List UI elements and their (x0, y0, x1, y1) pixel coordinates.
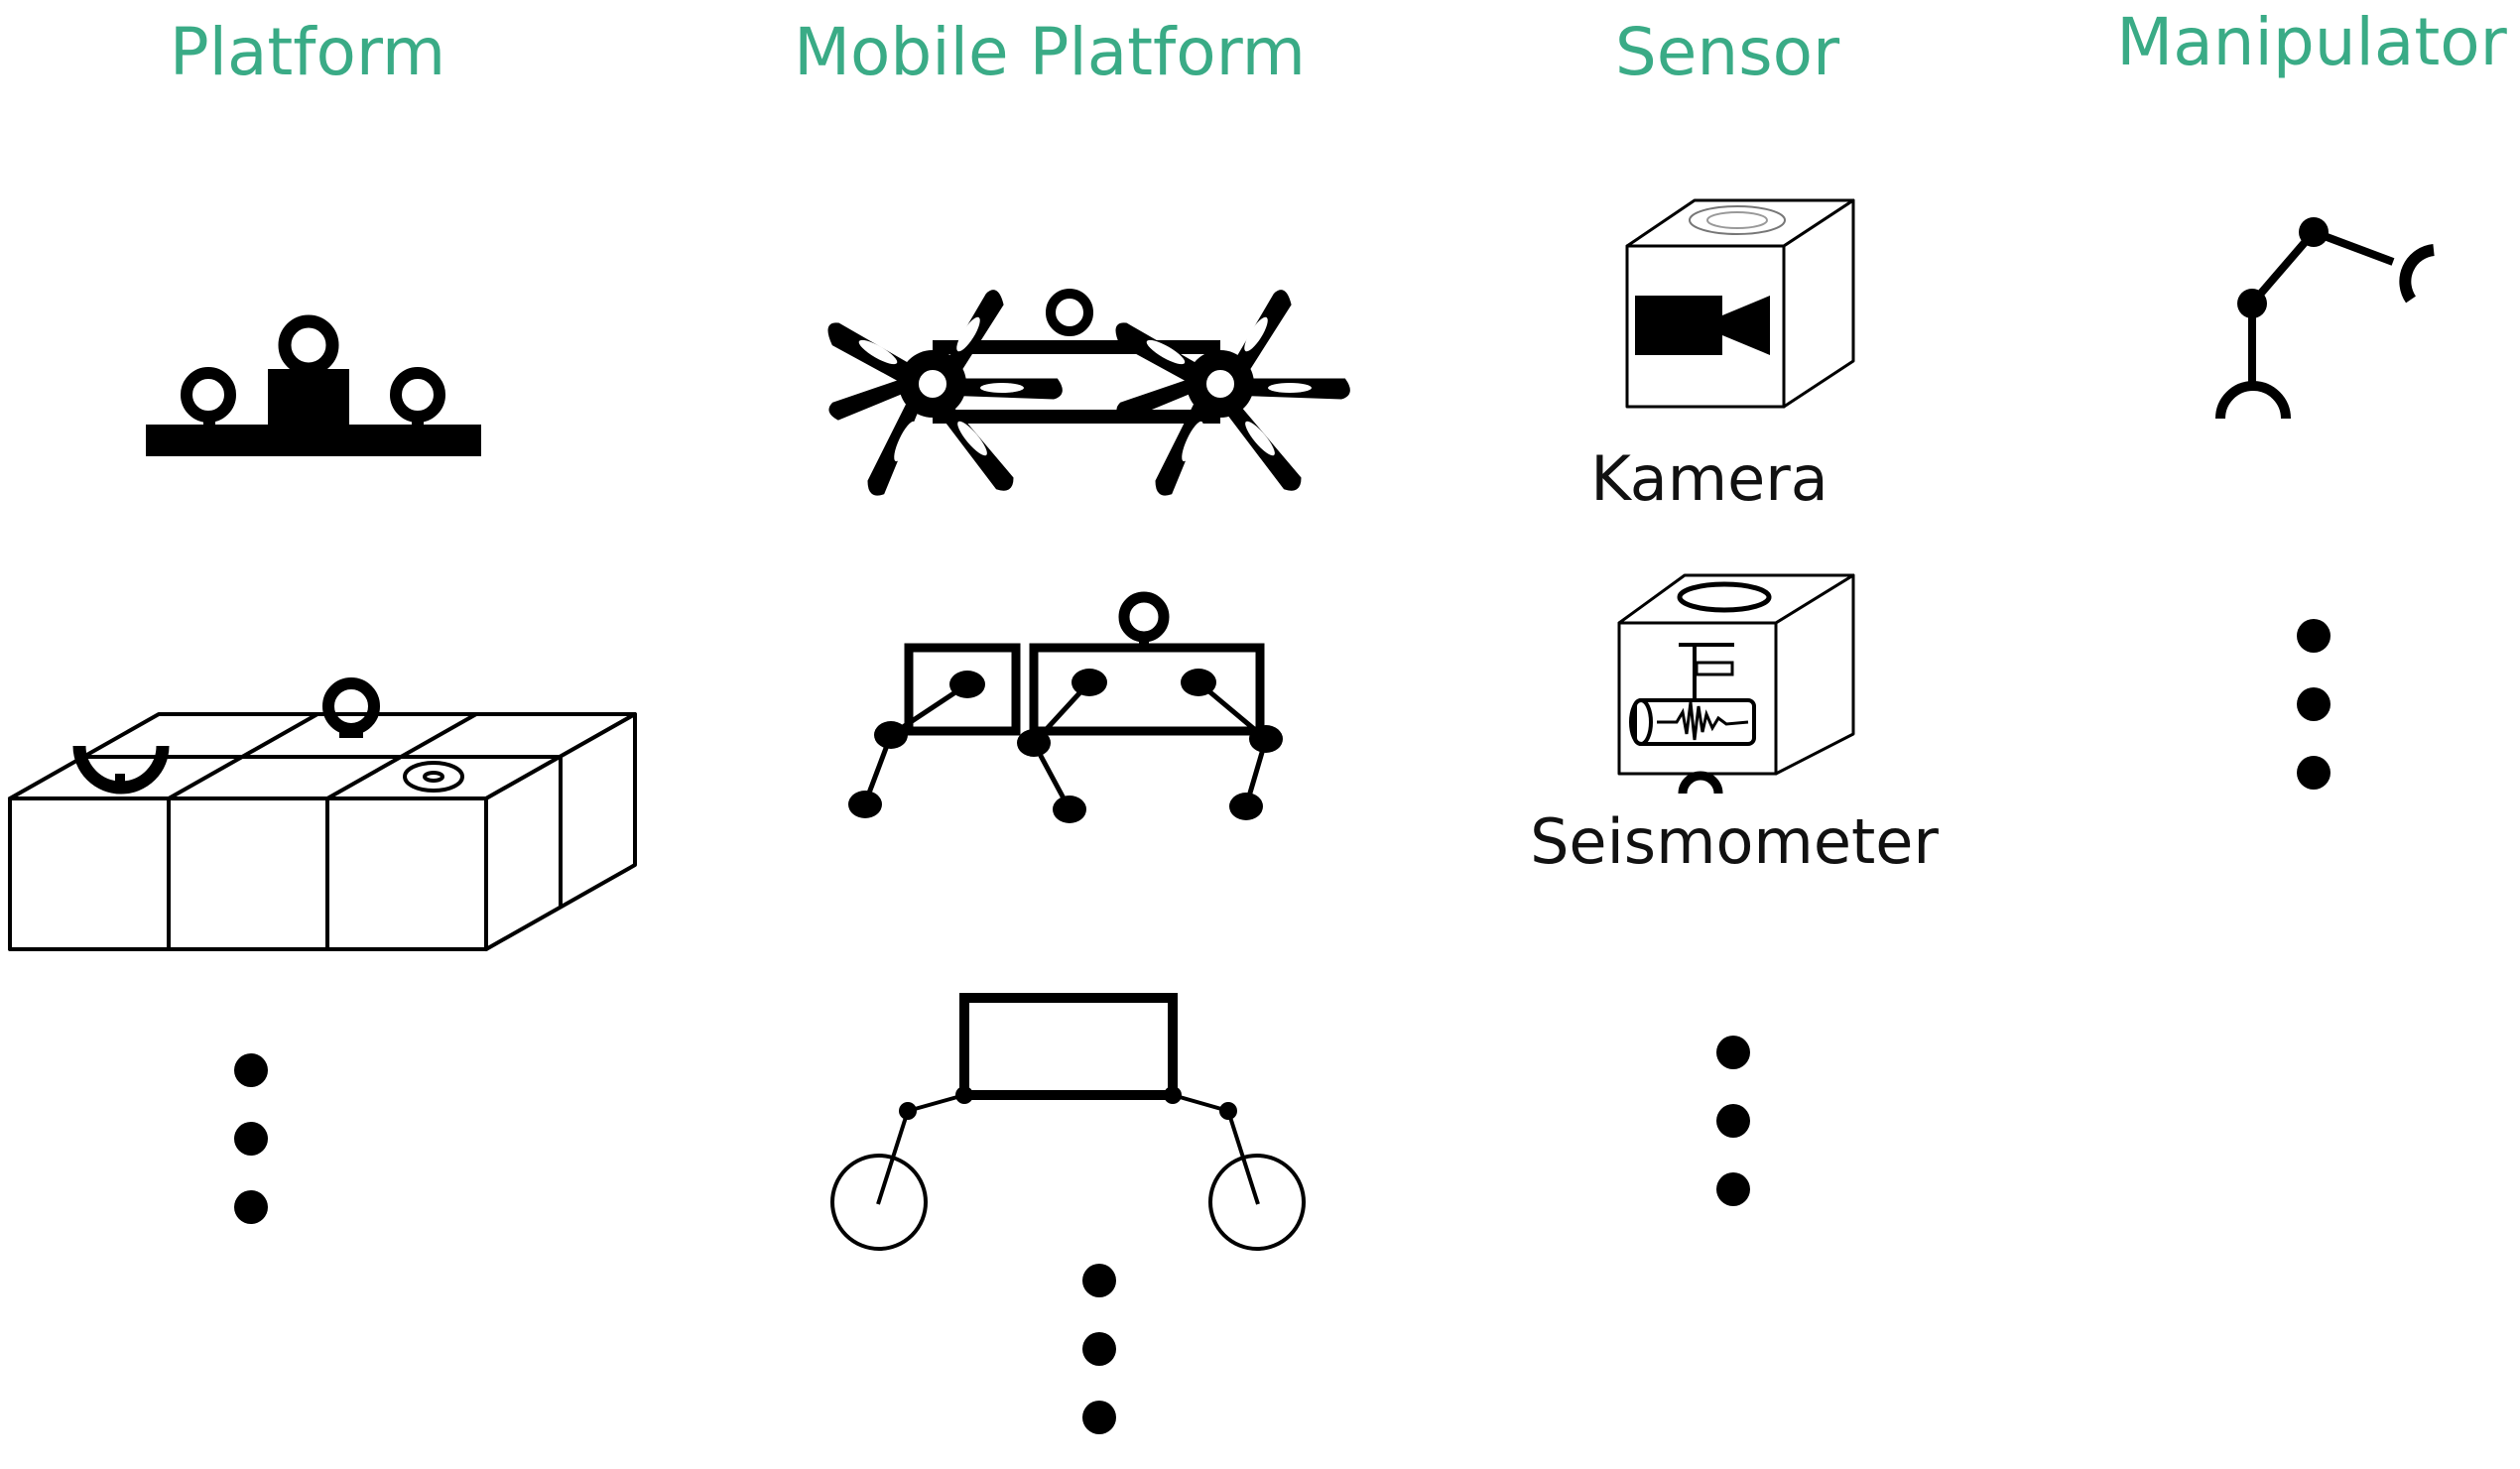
two-wheel-platform-icon (830, 993, 1306, 1251)
sensor-label-kamera: Kamera (1590, 442, 1828, 515)
ellipsis-icon (234, 1053, 268, 1259)
column-title-manipulator: Manipulator (2116, 4, 2507, 80)
column-title-platform: Platform (169, 14, 446, 90)
platform-small-icon (146, 314, 481, 456)
platform-modular-block-icon (8, 677, 637, 951)
quad-wheel-star-rover-icon (827, 289, 1350, 496)
seismometer-sensor-icon (1617, 573, 1855, 795)
legged-walker-icon (848, 591, 1283, 823)
column-title-mobile-platform: Mobile Platform (794, 14, 1306, 90)
robot-arm-icon (2215, 217, 2435, 420)
sensor-label-seismometer: Seismometer (1530, 805, 1939, 878)
ellipsis-icon (1082, 1264, 1116, 1469)
ellipsis-icon (1716, 1036, 1750, 1241)
ellipsis-icon (2297, 619, 2331, 824)
column-title-sensor: Sensor (1614, 14, 1840, 90)
camera-sensor-icon (1625, 198, 1855, 409)
